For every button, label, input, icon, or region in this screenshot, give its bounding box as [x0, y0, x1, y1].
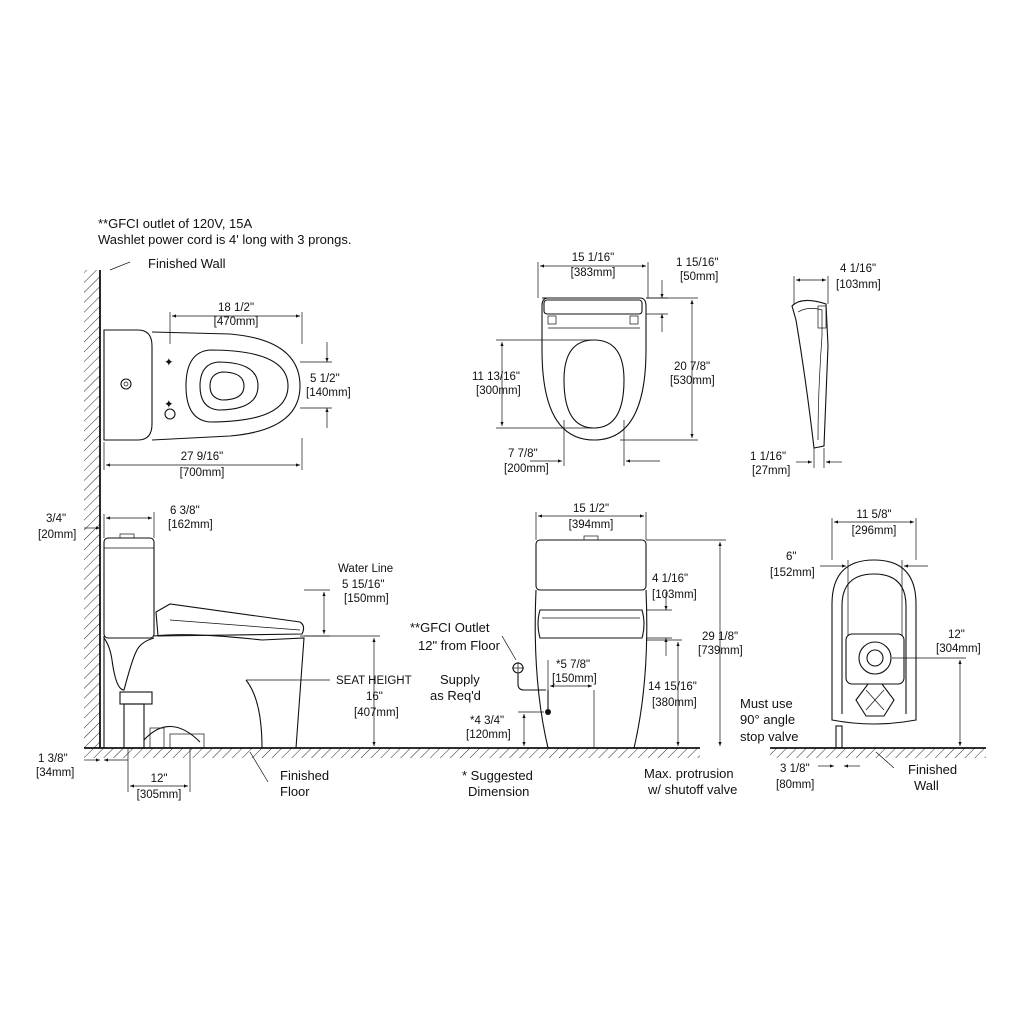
seat-hinge-mm: [50mm]	[680, 271, 718, 283]
front-width-in: 15 1/2"	[573, 503, 609, 515]
wall-gap-in: 3/4"	[46, 513, 66, 525]
finished-floor-line1: Finished	[280, 768, 329, 783]
tank-depth-mm: [162mm]	[168, 519, 213, 531]
seat-height-mm: [407mm]	[354, 707, 399, 719]
seat-side-view: 4 1/16" [103mm] 1 1/16" [27mm]	[750, 263, 881, 477]
protrusion-line2: w/ shutoff valve	[647, 782, 737, 797]
seat-opening-mm: [200mm]	[504, 463, 549, 475]
seat-side-outline	[791, 299, 829, 449]
tank-front	[535, 539, 647, 591]
rear-inner-in: 6"	[786, 551, 796, 563]
wall-hatch-left	[84, 270, 100, 748]
seat-side-thick-mm: [27mm]	[752, 465, 790, 477]
wall-gap-mm: [20mm]	[38, 529, 76, 541]
supply-line2: as Req'd	[430, 688, 481, 703]
flush-button-icon	[120, 378, 132, 390]
rear-inner-mm: [152mm]	[770, 567, 815, 579]
tank-depth-in: 6 3/8"	[170, 505, 200, 517]
seat-side-thick-in: 1 1/16"	[750, 451, 786, 463]
seat-front-in: 11 13/16"	[472, 371, 520, 383]
must-use-line2: 90° angle	[740, 712, 795, 727]
rear-width-mm: [296mm]	[852, 525, 897, 537]
overall-height-in: 29 1/8"	[702, 631, 738, 643]
tank-side	[103, 537, 155, 639]
washlet-side	[155, 603, 305, 637]
supply-height-in: *4 3/4"	[470, 715, 504, 727]
seat-opening-in: 7 7/8"	[508, 448, 538, 460]
seat-side-height-mm: [103mm]	[836, 279, 881, 291]
protrusion-line1: Max. protrusion	[644, 766, 734, 781]
bowl-front	[534, 589, 648, 749]
seat-height-label: SEAT HEIGHT	[336, 675, 412, 687]
rear-wall-line2: Wall	[914, 778, 939, 793]
rear-prot-in: 3 1/8"	[780, 763, 810, 775]
must-use-line3: stop valve	[740, 729, 799, 744]
rear-view: 11 5/8" [296mm] 6" [152mm] 12" [304mm] M…	[740, 509, 986, 793]
svg-text:✦: ✦	[164, 399, 174, 411]
outlet-height-mm: [304mm]	[936, 643, 981, 655]
seat-height-in: 16"	[366, 691, 383, 703]
outlet-icon	[858, 641, 892, 675]
seat-width-in: 15 1/16"	[572, 252, 614, 264]
seat-length-in: 20 7/8"	[674, 361, 710, 373]
rim-height-mm: [380mm]	[652, 697, 697, 709]
top-depth-mm: [700mm]	[180, 467, 225, 479]
finished-floor-line2: Floor	[280, 784, 310, 799]
side-view: 3/4" [20mm] 6 3/8" [162mm] Water Line 5 …	[36, 505, 700, 801]
seat-hinge-in: 1 15/16"	[676, 257, 718, 269]
gfci-note-line2: Washlet power cord is 4' long with 3 pro…	[98, 232, 351, 247]
top-width-mm: [470mm]	[214, 316, 259, 328]
rough-in-in: 12"	[151, 773, 168, 785]
floor-hatch-right	[770, 748, 986, 758]
water-line-in: 5 15/16"	[342, 579, 384, 591]
supply-height-mm: [120mm]	[466, 729, 511, 741]
bowl-rear	[831, 559, 917, 725]
suggested-line1: * Suggested	[462, 768, 533, 783]
front-view: 15 1/2" [394mm] 4 1/16" [103mm] 29 1/8" …	[410, 503, 743, 799]
tank-top	[103, 329, 153, 441]
seat-side-height-in: 4 1/16"	[840, 263, 876, 275]
rough-in-mm: [305mm]	[137, 789, 182, 801]
front-gfci-line2: 12" from Floor	[418, 638, 501, 653]
must-use-line1: Must use	[740, 696, 793, 711]
top-depth-in: 27 9/16"	[181, 451, 223, 463]
overall-height-mm: [739mm]	[698, 645, 743, 657]
bolt-spacing-in: 5 1/2"	[310, 373, 340, 385]
outlet-height-in: 12"	[948, 629, 965, 641]
floor-hatch-left	[84, 748, 700, 758]
seat-front-mm: [300mm]	[476, 385, 521, 397]
rim-height-in: 14 15/16"	[648, 681, 697, 693]
front-width-mm: [394mm]	[569, 519, 614, 531]
top-view: Finished Wall ✦ ✦ 18 1/2" [470mm] 5 1/2"…	[84, 256, 351, 748]
svg-text:✦: ✦	[164, 357, 174, 369]
front-seat-in: 4 1/16"	[652, 573, 688, 585]
seat-top-view: 15 1/16" [383mm] 1 15/16" [50mm] 20 7/8"…	[472, 252, 718, 475]
top-width-in: 18 1/2"	[218, 302, 254, 314]
front-seat-mm: [103mm]	[652, 589, 697, 601]
front-gfci-line1: **GFCI Outlet	[410, 620, 490, 635]
bolt-spacing-mm: [140mm]	[306, 387, 351, 399]
base-offset-in: 1 3/8"	[38, 753, 68, 765]
washlet-front	[537, 609, 645, 639]
gfci-note: **GFCI outlet of 120V, 15A Washlet power…	[98, 216, 351, 247]
supply-offset-in: *5 7/8"	[556, 659, 590, 671]
rear-wall-line1: Finished	[908, 762, 957, 777]
seat-length-mm: [530mm]	[670, 375, 715, 387]
finished-wall-label: Finished Wall	[148, 256, 226, 271]
seat-width-mm: [383mm]	[571, 267, 616, 279]
rear-width-in: 11 5/8"	[856, 509, 891, 521]
water-line-label: Water Line	[338, 563, 393, 575]
gfci-note-line1: **GFCI outlet of 120V, 15A	[98, 216, 253, 231]
bowl-side	[153, 634, 305, 749]
supply-offset-mm: [150mm]	[552, 673, 597, 685]
base-offset-mm: [34mm]	[36, 767, 74, 779]
bowl-top	[151, 331, 301, 441]
rear-prot-mm: [80mm]	[776, 779, 814, 791]
water-line-mm: [150mm]	[344, 593, 389, 605]
suggested-line2: Dimension	[468, 784, 529, 799]
seat-outline	[541, 297, 647, 441]
supply-line1: Supply	[440, 672, 480, 687]
